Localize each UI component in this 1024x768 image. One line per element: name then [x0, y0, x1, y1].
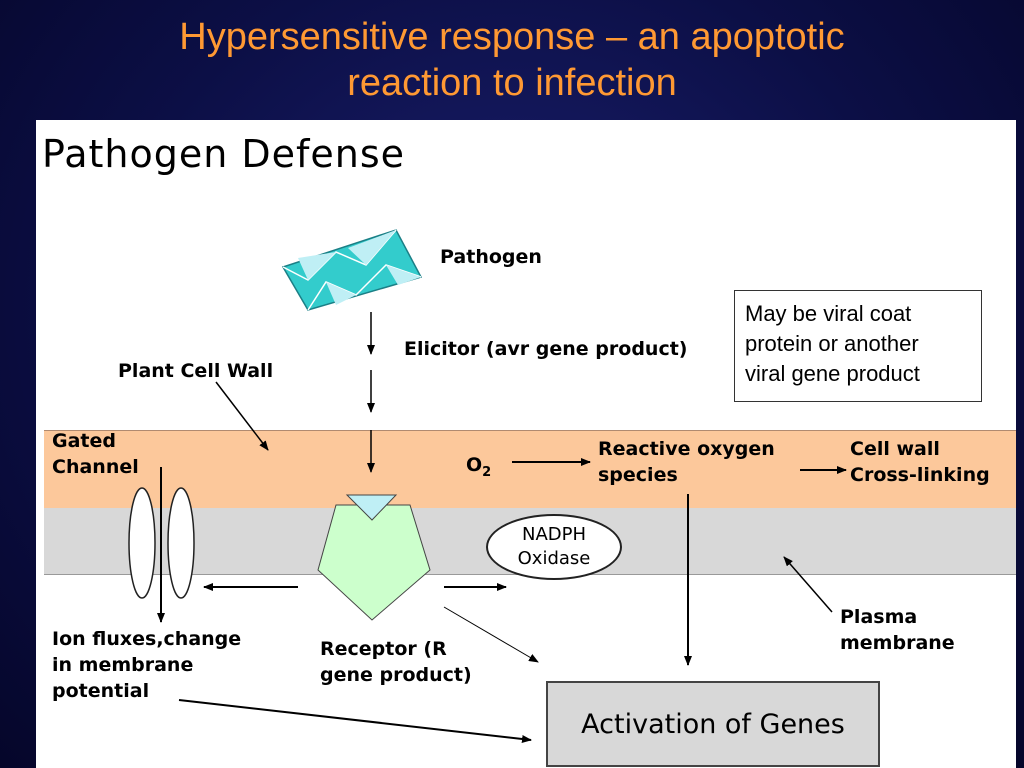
nadph-label-line-1: NADPH: [521, 524, 587, 545]
plant-cell-wall-band: [44, 430, 1016, 510]
arrow-plasma-membrane: [783, 556, 833, 613]
pathogen-defense-diagram: Pathogen Defense: [36, 120, 1016, 768]
ros-label-line-1: Reactive oxygen: [598, 438, 775, 460]
elicitor-label: Elicitor (avr gene product): [404, 338, 688, 360]
diagram-heading: Pathogen Defense: [42, 132, 406, 176]
note-line-2: protein or another: [745, 331, 919, 356]
ion-label-line-2: in membrane: [52, 654, 194, 676]
gated-channel-icon: [128, 487, 195, 599]
nadph-oxidase-bubble: NADPH Oxidase: [486, 514, 622, 580]
gated-channel-label-line-1: Gated: [52, 430, 116, 452]
o2-subscript: 2: [482, 464, 492, 480]
o2-label: O2: [466, 452, 491, 486]
nadph-label-line-2: Oxidase: [517, 548, 591, 569]
o2-symbol: O: [466, 454, 483, 476]
gated-channel-label-line-2: Channel: [52, 456, 139, 478]
note-line-3: viral gene product: [745, 361, 920, 386]
slide-title-line-1: Hypersensitive response – an apoptotic: [179, 16, 845, 58]
pathogen-icon: [281, 229, 423, 311]
ion-label-line-3: potential: [52, 680, 150, 702]
note-line-1: May be viral coat: [745, 301, 912, 326]
receptor-label-line-1: Receptor (R: [320, 638, 447, 660]
plasma-label-line-1: Plasma: [840, 606, 918, 628]
receptor-icon: [317, 494, 431, 621]
reactive-oxygen-species-label: Reactive oxygen species: [598, 436, 775, 488]
crosslinking-label-line-1: Cell wall: [850, 438, 940, 460]
plant-cell-wall-label: Plant Cell Wall: [118, 360, 274, 382]
arrow-receptor-to-genes: [443, 606, 539, 663]
receptor-label: Receptor (R gene product): [320, 636, 472, 688]
pathogen-label: Pathogen: [440, 246, 542, 268]
arrow-plant-cell-wall: [215, 381, 269, 451]
plasma-membrane-label: Plasma membrane: [840, 604, 955, 656]
ros-label-line-2: species: [598, 464, 678, 486]
ion-label-line-1: Ion fluxes,change: [52, 628, 242, 650]
cell-wall-crosslinking-label: Cell wall Cross-linking: [850, 436, 990, 488]
gated-channel-label: Gated Channel: [52, 428, 139, 480]
crosslinking-label-line-2: Cross-linking: [850, 464, 990, 486]
slide-title-line-2: reaction to infection: [347, 62, 677, 104]
viral-note-box: May be viral coat protein or another vir…: [734, 290, 982, 402]
diagram-graphics: [128, 229, 847, 743]
arrow-ion-to-genes: [178, 699, 532, 743]
activation-of-genes-label: Activation of Genes: [581, 708, 845, 740]
plasma-label-line-2: membrane: [840, 632, 955, 654]
activation-of-genes-box: Activation of Genes: [546, 681, 880, 767]
receptor-label-line-2: gene product): [320, 664, 472, 686]
ion-fluxes-label: Ion fluxes,change in membrane potential: [52, 626, 241, 704]
slide-title: Hypersensitive response – an apoptotic r…: [0, 14, 1024, 106]
